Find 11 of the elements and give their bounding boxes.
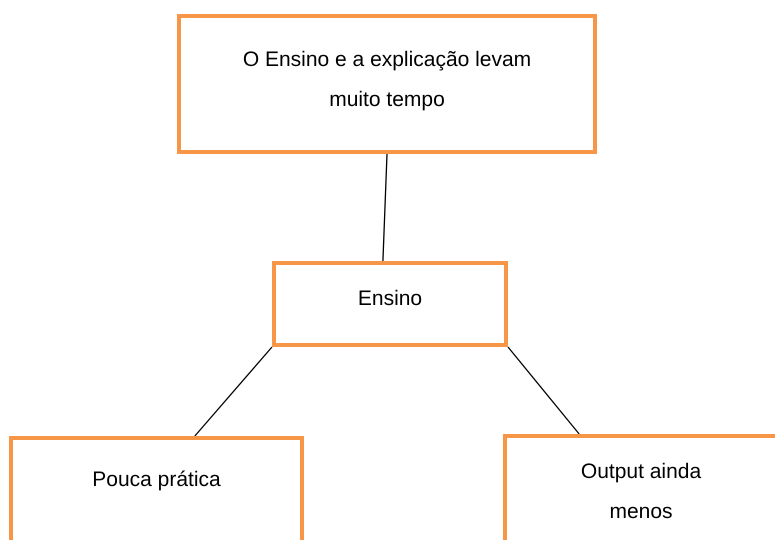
process-box (177, 14, 597, 154)
connector-line (508, 346, 580, 434)
box-label: Ensino (356, 286, 424, 312)
box-label: O Ensino e a explicação levam muito tempo (242, 47, 532, 113)
process-box (9, 436, 304, 540)
process-box (272, 261, 508, 347)
box-label: Output ainda menos (580, 459, 702, 525)
connector-line (194, 346, 272, 436)
box-label: Pouca prática (91, 467, 222, 493)
process-box (503, 434, 775, 540)
connector-line (382, 154, 388, 262)
